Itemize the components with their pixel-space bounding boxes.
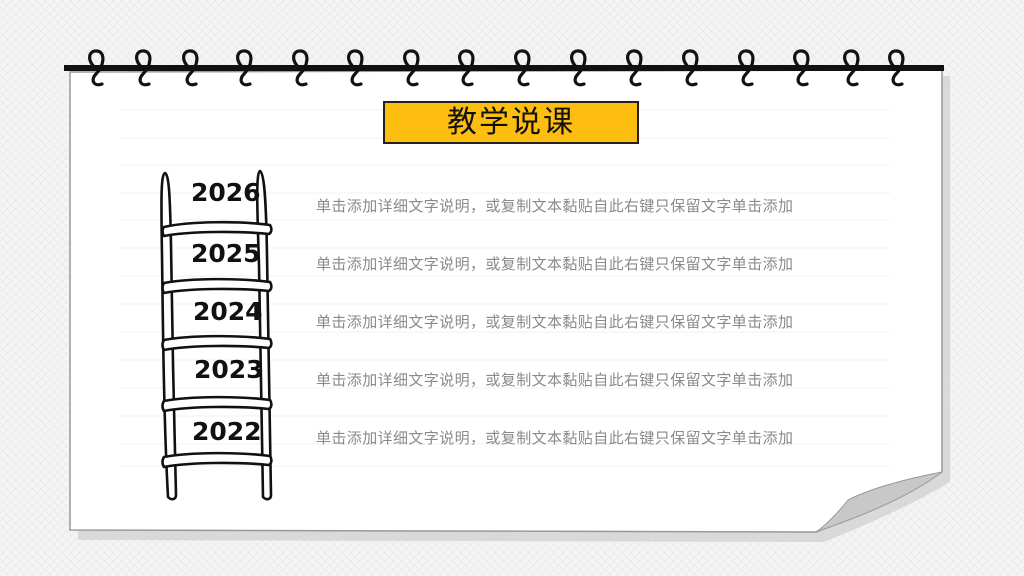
spiral-ring-icon [403,49,420,87]
timeline-description: 单击添加详细文字说明，或复制文本黏贴自此右键只保留文字单击添加 [316,371,794,389]
year-label: 2023 [194,355,264,384]
spiral-ring-icon [843,49,860,87]
binding-bar [64,65,944,71]
paper-curl [815,471,943,533]
timeline-description: 单击添加详细文字说明，或复制文本黏贴自此右键只保留文字单击添加 [316,429,794,447]
page-title: 教学说课 [447,104,575,140]
spiral-ring-icon [626,49,643,87]
year-label: 2022 [192,417,262,446]
timeline-description: 单击添加详细文字说明，或复制文本黏贴自此右键只保留文字单击添加 [316,313,794,331]
spiral-ring-icon [182,49,199,87]
ladder-icon [160,169,273,501]
year-label: 2025 [191,239,261,268]
spiral-ring-icon [236,49,253,87]
timeline-description: 单击添加详细文字说明，或复制文本黏贴自此右键只保留文字单击添加 [316,255,794,273]
spiral-ring-icon [888,49,905,87]
title-banner: 教学说课 [383,101,639,144]
spiral-ring-icon [347,49,364,87]
spiral-ring-icon [682,49,699,87]
spiral-ring-icon [738,49,755,87]
spiral-ring-icon [793,49,810,87]
spiral-ring-icon [292,49,309,87]
ruled-lines [120,109,890,467]
spiral-rings [88,49,905,87]
spiral-ring-icon [458,49,475,87]
spiral-ring-icon [570,49,587,87]
year-label: 2024 [193,297,263,326]
spiral-ring-icon [135,49,152,87]
year-label: 2026 [191,178,261,207]
spiral-ring-icon [514,49,531,87]
timeline-description: 单击添加详细文字说明，或复制文本黏贴自此右键只保留文字单击添加 [316,197,794,215]
spiral-ring-icon [88,49,105,87]
